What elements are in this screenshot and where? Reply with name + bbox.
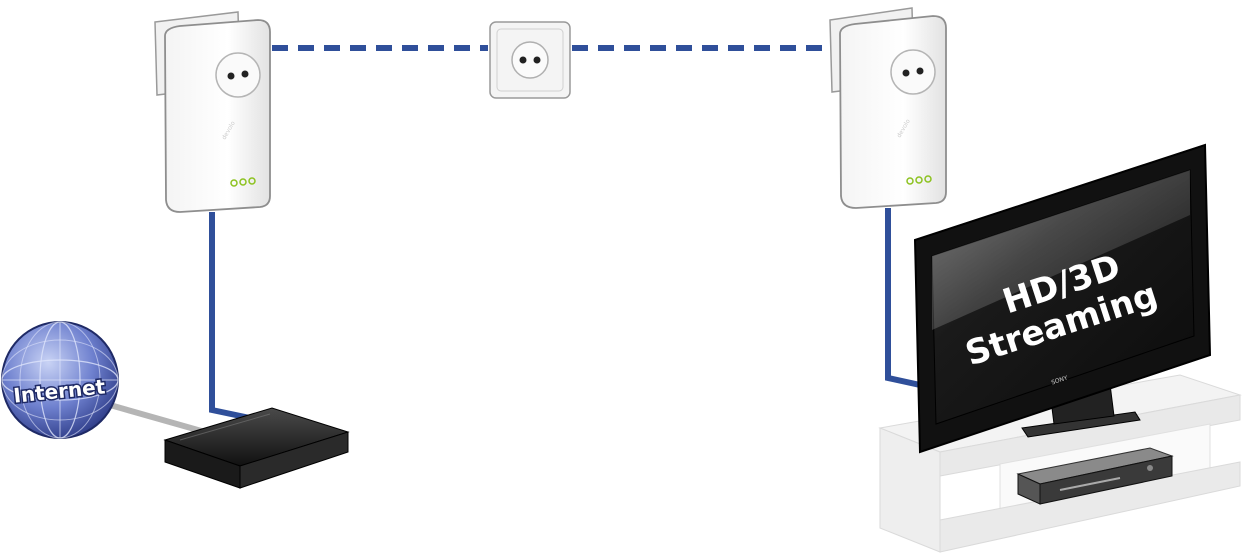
internet-globe: Internet (1, 321, 119, 439)
ethernet-cable-left (209, 212, 251, 421)
tv-brand-label: SONY (1051, 375, 1069, 387)
powerline-adapter-left: devolo (154, 11, 271, 213)
internet-cable (109, 402, 206, 435)
television: SONY HD/3D Streaming (913, 143, 1212, 454)
powerline-adapter-right: devolo (829, 7, 947, 209)
media-player (1016, 447, 1174, 505)
network-cables (109, 208, 921, 435)
router (163, 407, 350, 489)
ethernet-cable-right (885, 208, 921, 388)
wall-socket (489, 21, 571, 99)
